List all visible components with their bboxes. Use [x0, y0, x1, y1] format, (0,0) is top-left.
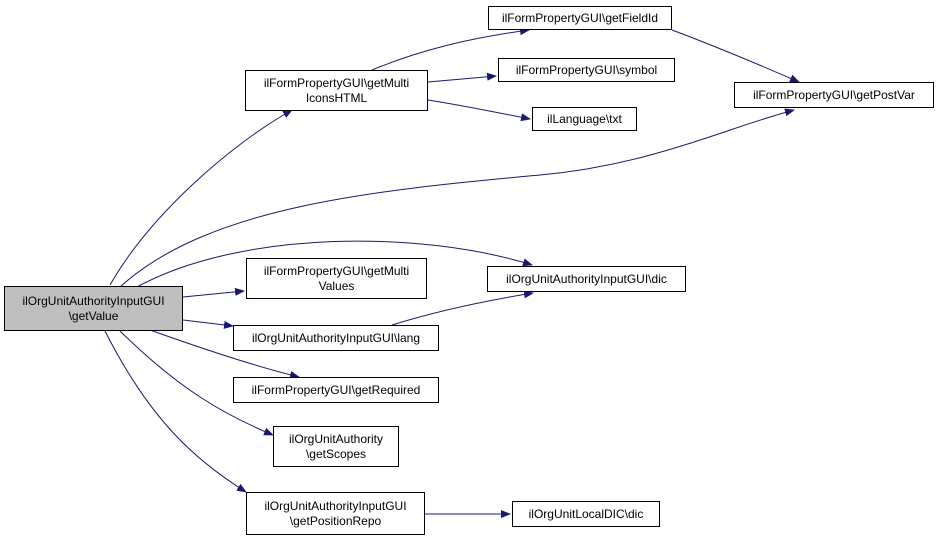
- node-ilformpropertygui-getpostvar[interactable]: ilFormPropertyGUI\getPostVar: [734, 82, 934, 108]
- edge-getvalue-to-getpositionrepo: [104, 330, 247, 493]
- edge-getvalue-to-lang: [182, 319, 234, 329]
- node-label-line2: \getScopes: [305, 446, 367, 461]
- node-label: ilLanguage\txt: [547, 111, 622, 126]
- node-label: ilFormPropertyGUI\symbol: [515, 62, 658, 77]
- node-label: ilOrgUnitAuthorityInputGUI\lang: [251, 330, 421, 345]
- edge-getvalue-to-getmultiiconshtml: [109, 109, 293, 286]
- node-ilformpropertygui-getmultiiconshtml[interactable]: ilFormPropertyGUI\getMulti IconsHTML: [245, 70, 428, 111]
- node-label-line1: ilFormPropertyGUI\getMulti: [263, 263, 410, 278]
- node-label: ilFormPropertyGUI\getFieldId: [501, 10, 659, 25]
- node-label: ilOrgUnitLocalDIC\dic: [528, 506, 644, 521]
- node-ilorgunitauthorityinputgui-getvalue: ilOrgUnitAuthorityInputGUI \getValue: [4, 286, 183, 331]
- node-label-line1: ilOrgUnitAuthorityInputGUI: [264, 498, 407, 513]
- node-label-line2: IconsHTML: [305, 90, 368, 105]
- edge-getvalue-to-getrequired: [149, 329, 300, 379]
- edge-lang-to-dic: [391, 290, 534, 326]
- node-label-line1: ilOrgUnitAuthority: [288, 431, 384, 446]
- node-ilformpropertygui-symbol[interactable]: ilFormPropertyGUI\symbol: [498, 58, 675, 82]
- node-ilformpropertygui-getrequired[interactable]: ilFormPropertyGUI\getRequired: [233, 377, 439, 403]
- node-ilorgunitauthorityinputgui-dic[interactable]: ilOrgUnitAuthorityInputGUI\dic: [487, 266, 686, 292]
- node-label: ilOrgUnitAuthorityInputGUI\dic: [506, 271, 667, 286]
- node-ilformpropertygui-getfieldid[interactable]: ilFormPropertyGUI\getFieldId: [488, 6, 672, 30]
- node-label: ilFormPropertyGUI\getRequired: [251, 382, 421, 397]
- edge-getmultiiconshtml-to-symbol: [427, 72, 497, 83]
- edge-getmultiiconshtml-to-langtxt: [427, 99, 531, 122]
- edge-getvalue-to-getscopes: [119, 330, 274, 436]
- node-ilorgunitauthorityinputgui-getpositionrepo[interactable]: ilOrgUnitAuthorityInputGUI \getPositionR…: [246, 492, 425, 535]
- node-label-line1: ilOrgUnitAuthorityInputGUI: [22, 293, 165, 308]
- node-label-line2: Values: [318, 278, 355, 293]
- node-label-line2: \getPositionRepo: [289, 513, 382, 528]
- edge-getvalue-to-getpostvar: [119, 108, 795, 288]
- edge-getmultiiconshtml-to-getfieldid: [371, 27, 530, 71]
- edge-getfieldid-to-getpostvar: [671, 29, 800, 83]
- node-ilformpropertygui-getmultivalues[interactable]: ilFormPropertyGUI\getMulti Values: [246, 258, 427, 299]
- node-ilorgunitauthority-getscopes[interactable]: ilOrgUnitAuthority \getScopes: [273, 426, 399, 467]
- node-ilorgunitlocaldic-dic[interactable]: ilOrgUnitLocalDIC\dic: [512, 501, 660, 527]
- node-ilorgunitauthorityinputgui-lang[interactable]: ilOrgUnitAuthorityInputGUI\lang: [233, 325, 439, 351]
- edge-getvalue-to-getmultivalues: [182, 287, 245, 298]
- node-label-line1: ilFormPropertyGUI\getMulti: [263, 75, 410, 90]
- node-label-line2: \getValue: [68, 308, 119, 323]
- node-label: ilFormPropertyGUI\getPostVar: [753, 87, 915, 102]
- node-illanguage-txt[interactable]: ilLanguage\txt: [532, 107, 637, 131]
- edge-getvalue-to-dic: [134, 240, 533, 289]
